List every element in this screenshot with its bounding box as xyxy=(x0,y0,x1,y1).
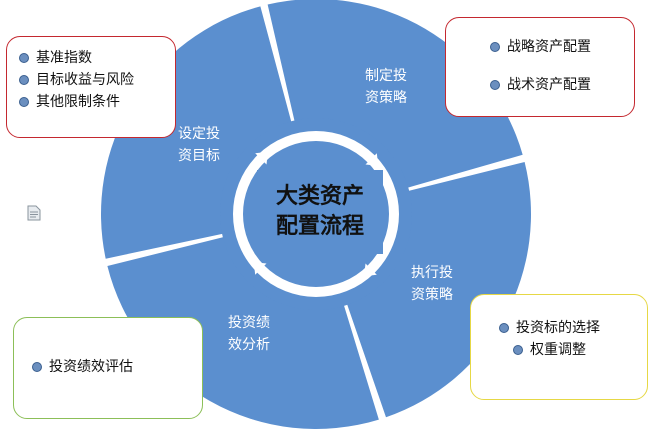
segment-label-performance-1: 投资绩 xyxy=(228,315,270,331)
inner-ring xyxy=(233,131,399,297)
ring-arrow-3 xyxy=(255,151,268,165)
segment-label-strategy-1: 制定投 xyxy=(365,68,407,84)
segment-label-target-2: 资目标 xyxy=(178,148,220,164)
list-item: 权重调整 xyxy=(499,339,647,361)
performance-details-box: 投资绩效评估 xyxy=(13,317,203,419)
bullet-icon xyxy=(19,97,29,107)
list-item: 其他限制条件 xyxy=(19,91,175,113)
center-title: 大类资产 配置流程 xyxy=(257,170,383,254)
list-item: 投资标的选择 xyxy=(499,317,647,339)
ring-arrow-1 xyxy=(364,263,377,277)
strategy-details-box: 战略资产配置 战术资产配置 xyxy=(445,17,635,117)
list-item: 战略资产配置 xyxy=(490,36,634,58)
segment-execute xyxy=(342,161,531,418)
bullet-icon xyxy=(19,75,29,85)
bullet-icon xyxy=(19,53,29,63)
bullet-icon xyxy=(490,80,500,90)
segment-strategy xyxy=(267,0,523,192)
segment-label-target-1: 设定投 xyxy=(178,126,220,142)
list-item: 目标收益与风险 xyxy=(19,69,175,91)
segment-performance xyxy=(107,233,379,429)
list-item: 战术资产配置 xyxy=(490,74,634,96)
segment-label-strategy-2: 资策略 xyxy=(365,89,407,106)
ring-arrow-2 xyxy=(253,262,267,275)
ring-arrow-0 xyxy=(365,153,379,166)
execution-details-box: 投资标的选择 权重调整 xyxy=(470,294,648,400)
segment-target xyxy=(101,6,295,259)
list-item: 投资绩效评估 xyxy=(32,356,202,378)
document-icon[interactable] xyxy=(27,205,41,221)
segment-label-execute-1: 执行投 xyxy=(411,265,453,281)
bullet-icon xyxy=(32,362,42,372)
target-details-box: 基准指数 目标收益与风险 其他限制条件 xyxy=(6,36,176,138)
segment-label-execute-2: 资策略 xyxy=(411,286,453,303)
segment-label-performance-2: 效分析 xyxy=(228,337,270,353)
bullet-icon xyxy=(499,323,509,333)
bullet-icon xyxy=(513,345,523,355)
bullet-icon xyxy=(490,42,500,52)
list-item: 基准指数 xyxy=(19,47,175,69)
